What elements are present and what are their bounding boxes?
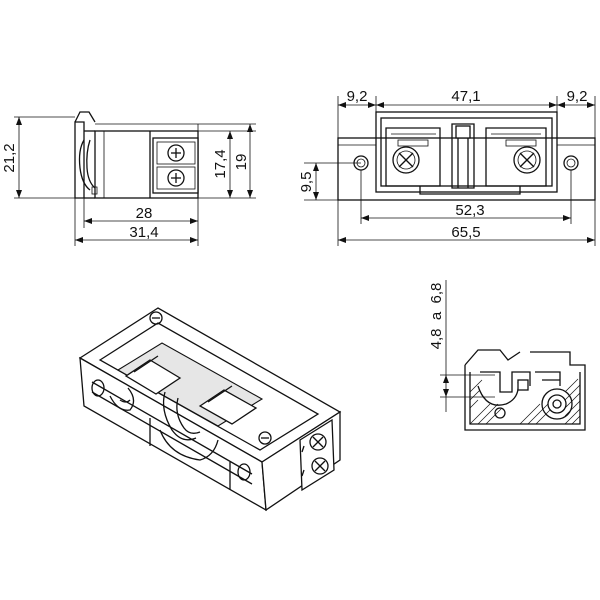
dim-21-2: 21,2 (1, 143, 18, 172)
dim-9-2-right: 9,2 (567, 88, 588, 105)
front-view: 9,2 47,1 9,2 9,5 52,3 65,5 (298, 88, 596, 246)
isometric-view (78, 307, 342, 512)
dim-4-8-a-6-8: 4,8 a 6,8 (428, 283, 445, 350)
dim-9-5: 9,5 (298, 172, 315, 193)
dim-31-4: 31,4 (129, 224, 158, 241)
side-view: 21,2 17,4 19 28 31,4 (1, 111, 256, 246)
dim-52-3: 52,3 (455, 202, 484, 219)
dim-28: 28 (136, 205, 153, 222)
dim-65-5: 65,5 (451, 224, 480, 241)
section-view: 4,8 a 6,8 (428, 280, 586, 431)
dim-47-1: 47,1 (451, 88, 480, 105)
section-hatch (469, 378, 581, 425)
dim-17-4: 17,4 (212, 149, 229, 178)
dim-19: 19 (233, 154, 250, 171)
dim-9-2-left: 9,2 (347, 88, 368, 105)
